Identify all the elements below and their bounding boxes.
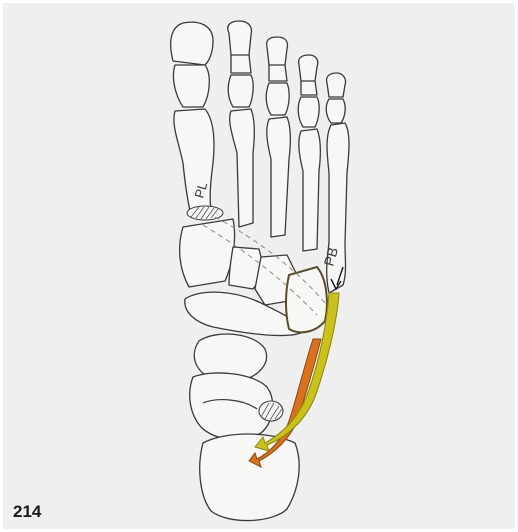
figure-panel: PL PB 214 — [3, 3, 515, 529]
toe4-phalanges — [298, 55, 319, 127]
foot-skeleton-illustration: PL PB — [3, 3, 515, 529]
toe3-phalanges — [266, 37, 289, 115]
hallux-distal-phalanx — [171, 22, 213, 65]
second-metatarsal — [230, 109, 255, 227]
cuboid — [286, 267, 327, 332]
fifth-metatarsal — [327, 123, 349, 293]
figure-number: 214 — [13, 503, 41, 520]
toe2-phalanges — [228, 21, 253, 107]
fourth-metatarsal — [299, 129, 320, 251]
toe5-phalanges — [326, 73, 345, 123]
medial-cuneiform — [180, 219, 235, 287]
third-metatarsal — [267, 117, 290, 237]
hindfoot — [190, 334, 299, 521]
first-metatarsal — [174, 109, 214, 215]
calcaneus — [200, 434, 299, 521]
hallux-proximal-phalanx — [173, 65, 209, 107]
